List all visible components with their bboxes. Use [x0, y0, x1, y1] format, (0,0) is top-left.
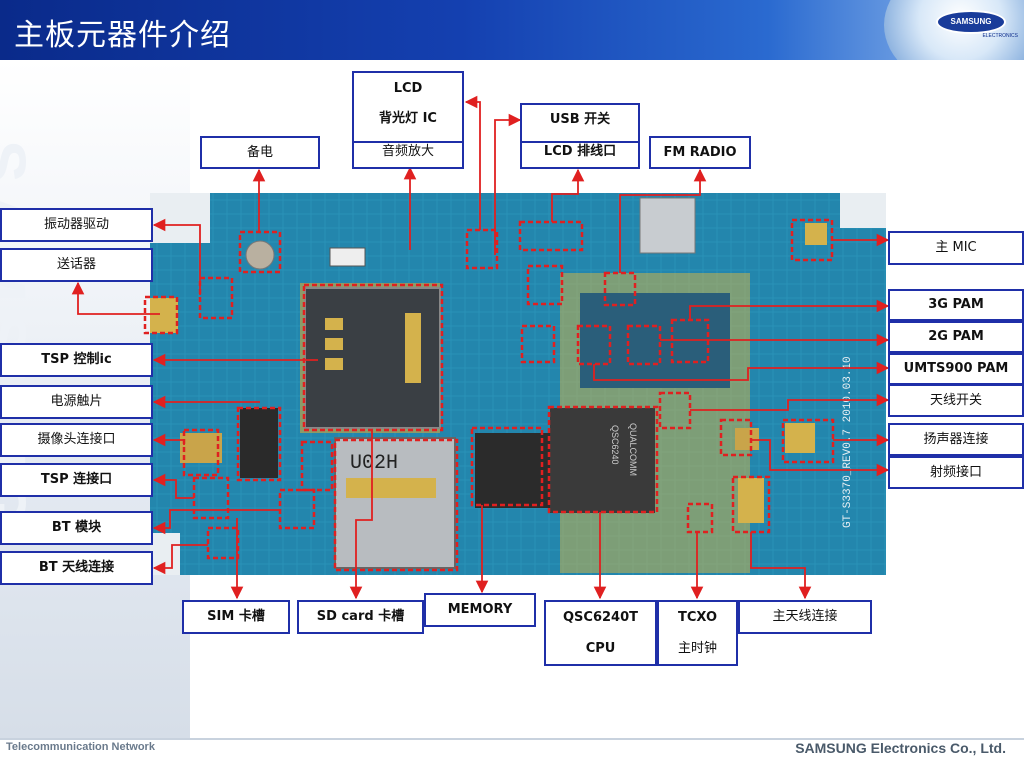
label-sd-slot: SD card 卡槽	[297, 600, 424, 634]
samsung-logo-sub: ELECTRONICS	[982, 33, 1018, 39]
label-rf-port-text: 射频接口	[929, 464, 982, 480]
label-lcd-line2: 背光灯 IC	[379, 111, 437, 127]
label-vibrator: 振动器驱动	[0, 208, 153, 242]
label-2g-pam: 2G PAM	[888, 321, 1024, 353]
board-model-print: GT-S3370_REV0.7 2010.03.10	[842, 356, 854, 528]
label-bt-antenna-text: BT 天线连接	[38, 560, 115, 576]
sim-code-print: U02H	[350, 452, 398, 475]
label-tsp-ic-text: TSP 控制ic	[41, 352, 112, 368]
label-lcd-connector-text: LCD 排线口	[522, 141, 638, 161]
label-transmitter-text: 送话器	[56, 257, 96, 273]
label-camera-text: 摄像头连接口	[37, 432, 116, 448]
label-tcxo: TCXO 主时钟	[657, 600, 738, 666]
label-usb-text: USB 开关	[549, 112, 611, 128]
label-lcd-line3: 音频放大	[354, 140, 462, 161]
label-backup-battery: 备电	[200, 136, 320, 169]
slide-header: 主板元器件介绍 SAMSUNG ELECTRONICS	[0, 0, 1024, 60]
label-cpu-line1: QSC6240T	[562, 609, 638, 625]
label-lcd-line1: LCD	[393, 80, 423, 96]
label-3g-pam: 3G PAM	[888, 289, 1024, 321]
chip-brand-print: QUALCOMM	[628, 423, 638, 476]
label-bt-module: BT 模块	[0, 511, 153, 545]
label-umts-pam: UMTS900 PAM	[888, 353, 1024, 385]
board-graphic: U02H QUALCOMM QSC6240 GT-S3370_REV0.7 20…	[150, 193, 886, 575]
circuit-board-photo: U02H QUALCOMM QSC6240 GT-S3370_REV0.7 20…	[150, 193, 886, 575]
label-usb-lcd: USB 开关 LCD 排线口	[520, 103, 640, 169]
footer-divider	[0, 738, 1024, 740]
label-sim-slot-text: SIM 卡槽	[207, 609, 265, 625]
chip-code-print: QSC6240	[610, 425, 620, 465]
label-tsp-connector-text: TSP 连接口	[40, 472, 113, 488]
label-umts-pam-text: UMTS900 PAM	[903, 361, 1009, 377]
label-lcd-audio: LCD 背光灯 IC 音频放大	[352, 71, 464, 169]
label-fm-radio: FM RADIO	[649, 136, 751, 169]
label-tsp-connector: TSP 连接口	[0, 463, 153, 497]
footer-right-text: SAMSUNG Electronics Co., Ltd.	[795, 740, 1006, 756]
label-tcxo-line2: 主时钟	[677, 640, 717, 656]
label-cpu-line2: CPU	[585, 640, 616, 656]
label-bt-module-text: BT 模块	[51, 520, 102, 536]
label-camera-connector: 摄像头连接口	[0, 423, 153, 457]
label-antenna-switch-text: 天线开关	[929, 392, 982, 408]
label-vibrator-text: 振动器驱动	[43, 217, 109, 233]
label-sd-slot-text: SD card 卡槽	[316, 609, 405, 625]
label-main-antenna-text: 主天线连接	[772, 609, 838, 625]
label-power-contact: 电源触片	[0, 385, 153, 419]
label-rf-port: 射频接口	[888, 456, 1024, 489]
label-main-mic-text: 主 MIC	[935, 240, 977, 256]
label-sim-slot: SIM 卡槽	[182, 600, 290, 634]
footer-left-text: Telecommunication Network	[6, 741, 155, 753]
label-tsp-ic: TSP 控制ic	[0, 343, 153, 377]
label-main-antenna: 主天线连接	[738, 600, 872, 634]
label-power-contact-text: 电源触片	[50, 394, 103, 410]
label-transmitter: 送话器	[0, 248, 153, 282]
label-speaker-connector: 扬声器连接	[888, 423, 1024, 456]
label-main-mic: 主 MIC	[888, 231, 1024, 265]
label-backup-text: 备电	[246, 144, 273, 160]
label-antenna-switch: 天线开关	[888, 384, 1024, 417]
label-memory-text: MEMORY	[447, 602, 513, 618]
label-tcxo-line1: TCXO	[677, 609, 718, 625]
label-memory: MEMORY	[424, 593, 536, 627]
label-speaker-text: 扬声器连接	[923, 431, 989, 447]
slide-title: 主板元器件介绍	[14, 18, 231, 53]
label-3g-pam-text: 3G PAM	[928, 297, 984, 313]
label-2g-pam-text: 2G PAM	[928, 329, 984, 345]
label-bt-antenna: BT 天线连接	[0, 551, 153, 585]
label-cpu: QSC6240T CPU	[544, 600, 657, 666]
samsung-logo: SAMSUNG	[936, 10, 1006, 34]
label-fm-radio-text: FM RADIO	[663, 144, 737, 160]
